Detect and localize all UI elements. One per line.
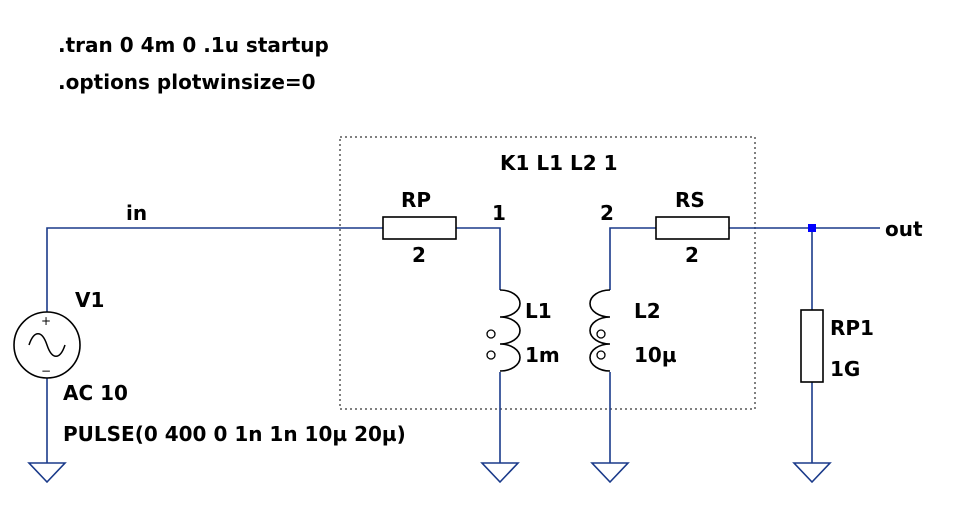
l2-terminal-dot — [596, 350, 606, 360]
ground-icon — [480, 462, 520, 484]
wires — [46, 227, 880, 463]
resistor-rs[interactable] — [655, 216, 730, 240]
coupling-directive: K1 L1 L2 1 — [500, 151, 618, 175]
v1-pulse-value: PULSE(0 400 0 1n 1n 10µ 20µ) — [63, 422, 406, 446]
ground-icon — [792, 462, 832, 484]
transformer-box — [339, 136, 756, 410]
inductor-l1[interactable] — [486, 289, 521, 372]
ground-icon — [27, 462, 67, 484]
rs-name: RS — [675, 188, 705, 212]
resistor-rp[interactable] — [382, 216, 457, 240]
net-label-in: in — [126, 201, 147, 225]
tran-directive: .tran 0 4m 0 .1u startup — [58, 33, 329, 57]
v1-ac-value: AC 10 — [63, 381, 128, 405]
l1-terminal-dot — [486, 350, 496, 360]
v1-plus-sign: + — [41, 314, 51, 328]
ground-symbols — [27, 462, 832, 484]
voltage-source-v1[interactable]: + − — [13, 311, 81, 379]
l2-polarity-dot — [596, 329, 606, 339]
resistor-rp1[interactable] — [800, 309, 824, 383]
l2-name: L2 — [634, 299, 661, 323]
rp-value: 2 — [412, 243, 426, 267]
l2-value: 10µ — [634, 343, 677, 367]
wire-in — [46, 227, 383, 312]
rp-name: RP — [401, 188, 431, 212]
wire-rp-l1 — [456, 227, 501, 290]
rs-value: 2 — [685, 243, 699, 267]
v1-name: V1 — [75, 288, 104, 312]
l1-name: L1 — [525, 299, 552, 323]
inductor-l2[interactable] — [589, 289, 611, 372]
rp1-value: 1G — [830, 357, 860, 381]
l1-value: 1m — [525, 343, 560, 367]
net-label-1: 1 — [492, 201, 506, 225]
net-label-2: 2 — [600, 201, 614, 225]
wire-l2-rs — [609, 227, 656, 290]
ground-icon — [590, 462, 630, 484]
options-directive: .options plotwinsize=0 — [58, 70, 316, 94]
net-label-out: out — [885, 217, 923, 241]
junction-dot — [808, 224, 816, 232]
l1-polarity-dot — [486, 329, 496, 339]
rp1-name: RP1 — [830, 316, 874, 340]
v1-minus-sign: − — [41, 364, 51, 378]
